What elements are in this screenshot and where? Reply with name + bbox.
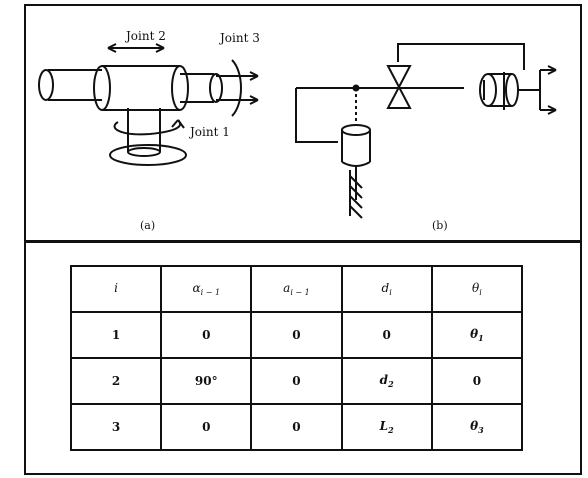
joint3-label: Joint 3: [218, 31, 260, 45]
table-cell: 0: [340, 311, 433, 359]
table-cell: 0: [160, 403, 253, 451]
dh-parameter-table: i αi − 1 ai − 1 di θi 1 0 0 0 θ1 2 90° 0…: [69, 265, 524, 451]
header-cell: θi: [430, 265, 524, 313]
table-cell: 0: [160, 311, 253, 359]
table-cell: 90°: [160, 357, 253, 405]
table-cell: 0: [250, 311, 343, 359]
table-cell: 0: [430, 357, 524, 405]
joint1-rotation-arrow: [113, 119, 181, 136]
table-cell: d2: [340, 357, 433, 405]
table-cell: 2: [69, 357, 163, 405]
table-row: 2 90° 0 d2 0: [69, 357, 524, 405]
table-cell: 3: [69, 403, 163, 451]
table-row: 3 0 0 L2 θ3: [69, 403, 524, 451]
header-cell: ai − 1: [250, 265, 343, 313]
caption-b: (b): [432, 219, 448, 232]
table-cell: 0: [250, 403, 343, 451]
cylinder-3: [479, 73, 497, 107]
column: [127, 108, 161, 152]
cylinder-1: [341, 130, 371, 162]
upper-link: [397, 43, 525, 70]
table-cell: θ3: [430, 403, 524, 451]
table-cell: θ1: [430, 311, 524, 359]
left-drop: [295, 88, 338, 143]
kinematic-schematic: [295, 43, 557, 219]
table-cell: 0: [250, 357, 343, 405]
header-cell: i: [69, 265, 163, 313]
column-bottom: [127, 147, 161, 157]
prismatic-symbol: [386, 65, 412, 109]
table-row: 1 0 0 0 θ1: [69, 311, 524, 359]
header-cell: di: [340, 265, 433, 313]
header-cell: αi − 1: [160, 265, 253, 313]
joint3-rotation-arrow: [231, 59, 242, 117]
end-effector: [518, 70, 541, 110]
table-header-row: i αi − 1 ai − 1 di θi: [69, 265, 524, 313]
base-plate: [109, 144, 187, 166]
joint2-label: Joint 2: [124, 29, 166, 43]
robot-arm-drawing: [38, 43, 259, 166]
joint1-label: Joint 1: [188, 125, 230, 139]
caption-a: (a): [140, 219, 155, 232]
housing: [102, 65, 180, 111]
arm-left: [48, 69, 102, 101]
table-cell: 1: [69, 311, 163, 359]
table-cell: L2: [340, 403, 433, 451]
arm-right: [180, 73, 214, 103]
ground: [349, 170, 363, 219]
